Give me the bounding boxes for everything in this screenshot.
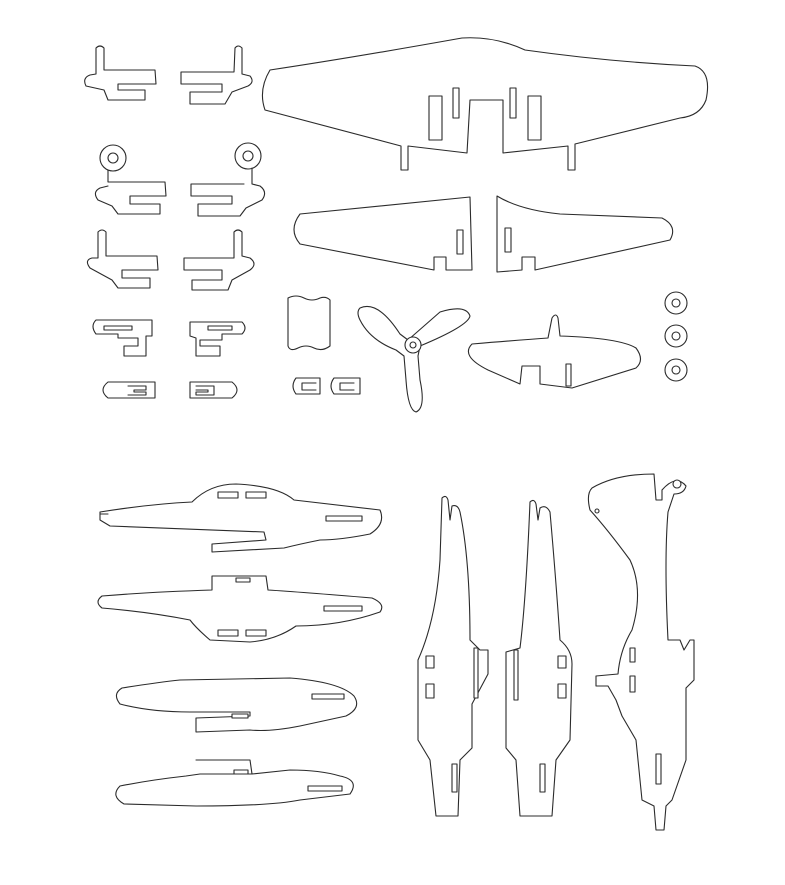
wheel-bottom xyxy=(664,358,688,382)
strut-left xyxy=(92,319,153,357)
landing-gear-wheel-right xyxy=(190,142,266,217)
horizontal-stabilizer xyxy=(467,314,642,389)
right-wing-panel xyxy=(496,195,674,273)
tail-fin-right xyxy=(180,45,253,105)
cockpit-canopy xyxy=(287,295,331,351)
clip-c-right xyxy=(330,377,361,395)
propeller xyxy=(357,306,471,413)
small-clip-right xyxy=(189,381,238,399)
small-clip-left xyxy=(102,381,156,399)
gear-leg-left xyxy=(86,229,159,289)
landing-gear-wheel-left xyxy=(94,144,167,215)
fuselage-side-2 xyxy=(97,575,383,643)
wheel-middle xyxy=(664,324,688,348)
fuselage-top-1 xyxy=(417,495,489,817)
strut-right xyxy=(189,321,246,357)
gear-leg-right xyxy=(183,229,255,291)
tail-fin-left xyxy=(84,45,157,101)
left-wing-panel xyxy=(293,196,473,271)
clip-c-left xyxy=(292,377,321,395)
wheel-top xyxy=(664,291,688,315)
fuselage-top-3 xyxy=(587,473,695,831)
fuselage-side-3 xyxy=(115,677,358,733)
main-wing xyxy=(261,37,709,171)
fuselage-top-2 xyxy=(505,499,573,817)
fuselage-side-4 xyxy=(115,759,354,807)
fuselage-side-1 xyxy=(99,483,383,553)
